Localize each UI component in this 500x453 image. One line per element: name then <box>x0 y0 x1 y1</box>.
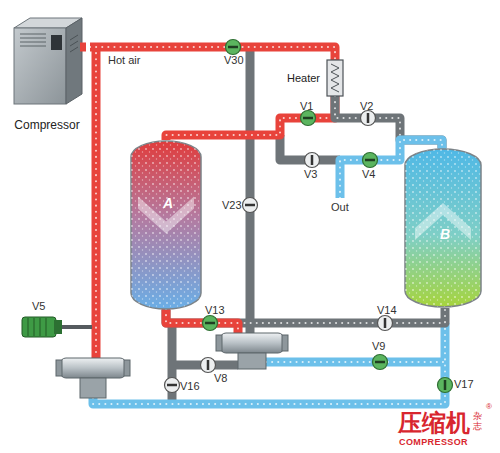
vessel-node: A <box>130 140 206 310</box>
valve-label: V14 <box>377 304 397 317</box>
valve-label: V1 <box>300 100 313 113</box>
pipe-particles <box>166 96 335 140</box>
valve-symbol <box>438 378 453 393</box>
valve-symbol <box>363 153 378 168</box>
valve-symbol <box>165 378 180 393</box>
valve-label: V17 <box>454 378 474 391</box>
valve-symbol <box>301 111 316 126</box>
valve-label: Out <box>331 201 349 214</box>
vessel-shape <box>130 140 202 310</box>
pipe-work <box>60 47 445 404</box>
valve-label: V9 <box>372 340 385 353</box>
node-label: A <box>130 195 206 211</box>
watermark: COMPRESSOR <box>399 437 468 447</box>
valve-label: V16 <box>180 380 200 393</box>
valve-label: V13 <box>205 304 225 317</box>
valve-symbol <box>243 198 258 213</box>
valve-symbol <box>361 111 376 126</box>
valve-symbol <box>373 355 388 370</box>
pipe-segment <box>166 309 238 334</box>
watermark: 杂志 <box>473 412 482 432</box>
pipe-particles <box>93 47 445 404</box>
valve-label: V3 <box>304 168 317 181</box>
valve-label: Hot air <box>108 54 140 67</box>
valve-label: V30 <box>224 54 244 67</box>
node-label: Compressor <box>4 118 90 132</box>
valve-assembly <box>216 333 288 369</box>
valve-label: V5 <box>32 300 45 313</box>
valve-label: V8 <box>214 372 227 385</box>
vessel-node: B <box>404 148 486 308</box>
valve-symbol <box>226 40 241 55</box>
pipe-connector <box>166 96 335 140</box>
valve-assembly <box>56 358 130 398</box>
valve-label: V4 <box>362 168 375 181</box>
valve-motor <box>22 317 62 337</box>
valve-label: V23 <box>222 199 242 212</box>
valve-label: V2 <box>360 100 373 113</box>
heater-symbol <box>327 60 343 96</box>
node-label: Heater <box>287 60 320 96</box>
pipe-particles <box>166 309 238 334</box>
compressor-node: Compressor <box>4 16 90 132</box>
valve-symbol <box>201 358 216 373</box>
valve-symbol <box>305 153 320 168</box>
compressor-illustration <box>14 18 82 104</box>
valve-symbol <box>203 316 218 331</box>
watermark: ® <box>486 402 492 411</box>
heater-node: Heater <box>286 60 346 96</box>
watermark: 压缩机 <box>398 411 470 435</box>
valve-symbol <box>378 316 393 331</box>
node-label: B <box>404 226 486 242</box>
